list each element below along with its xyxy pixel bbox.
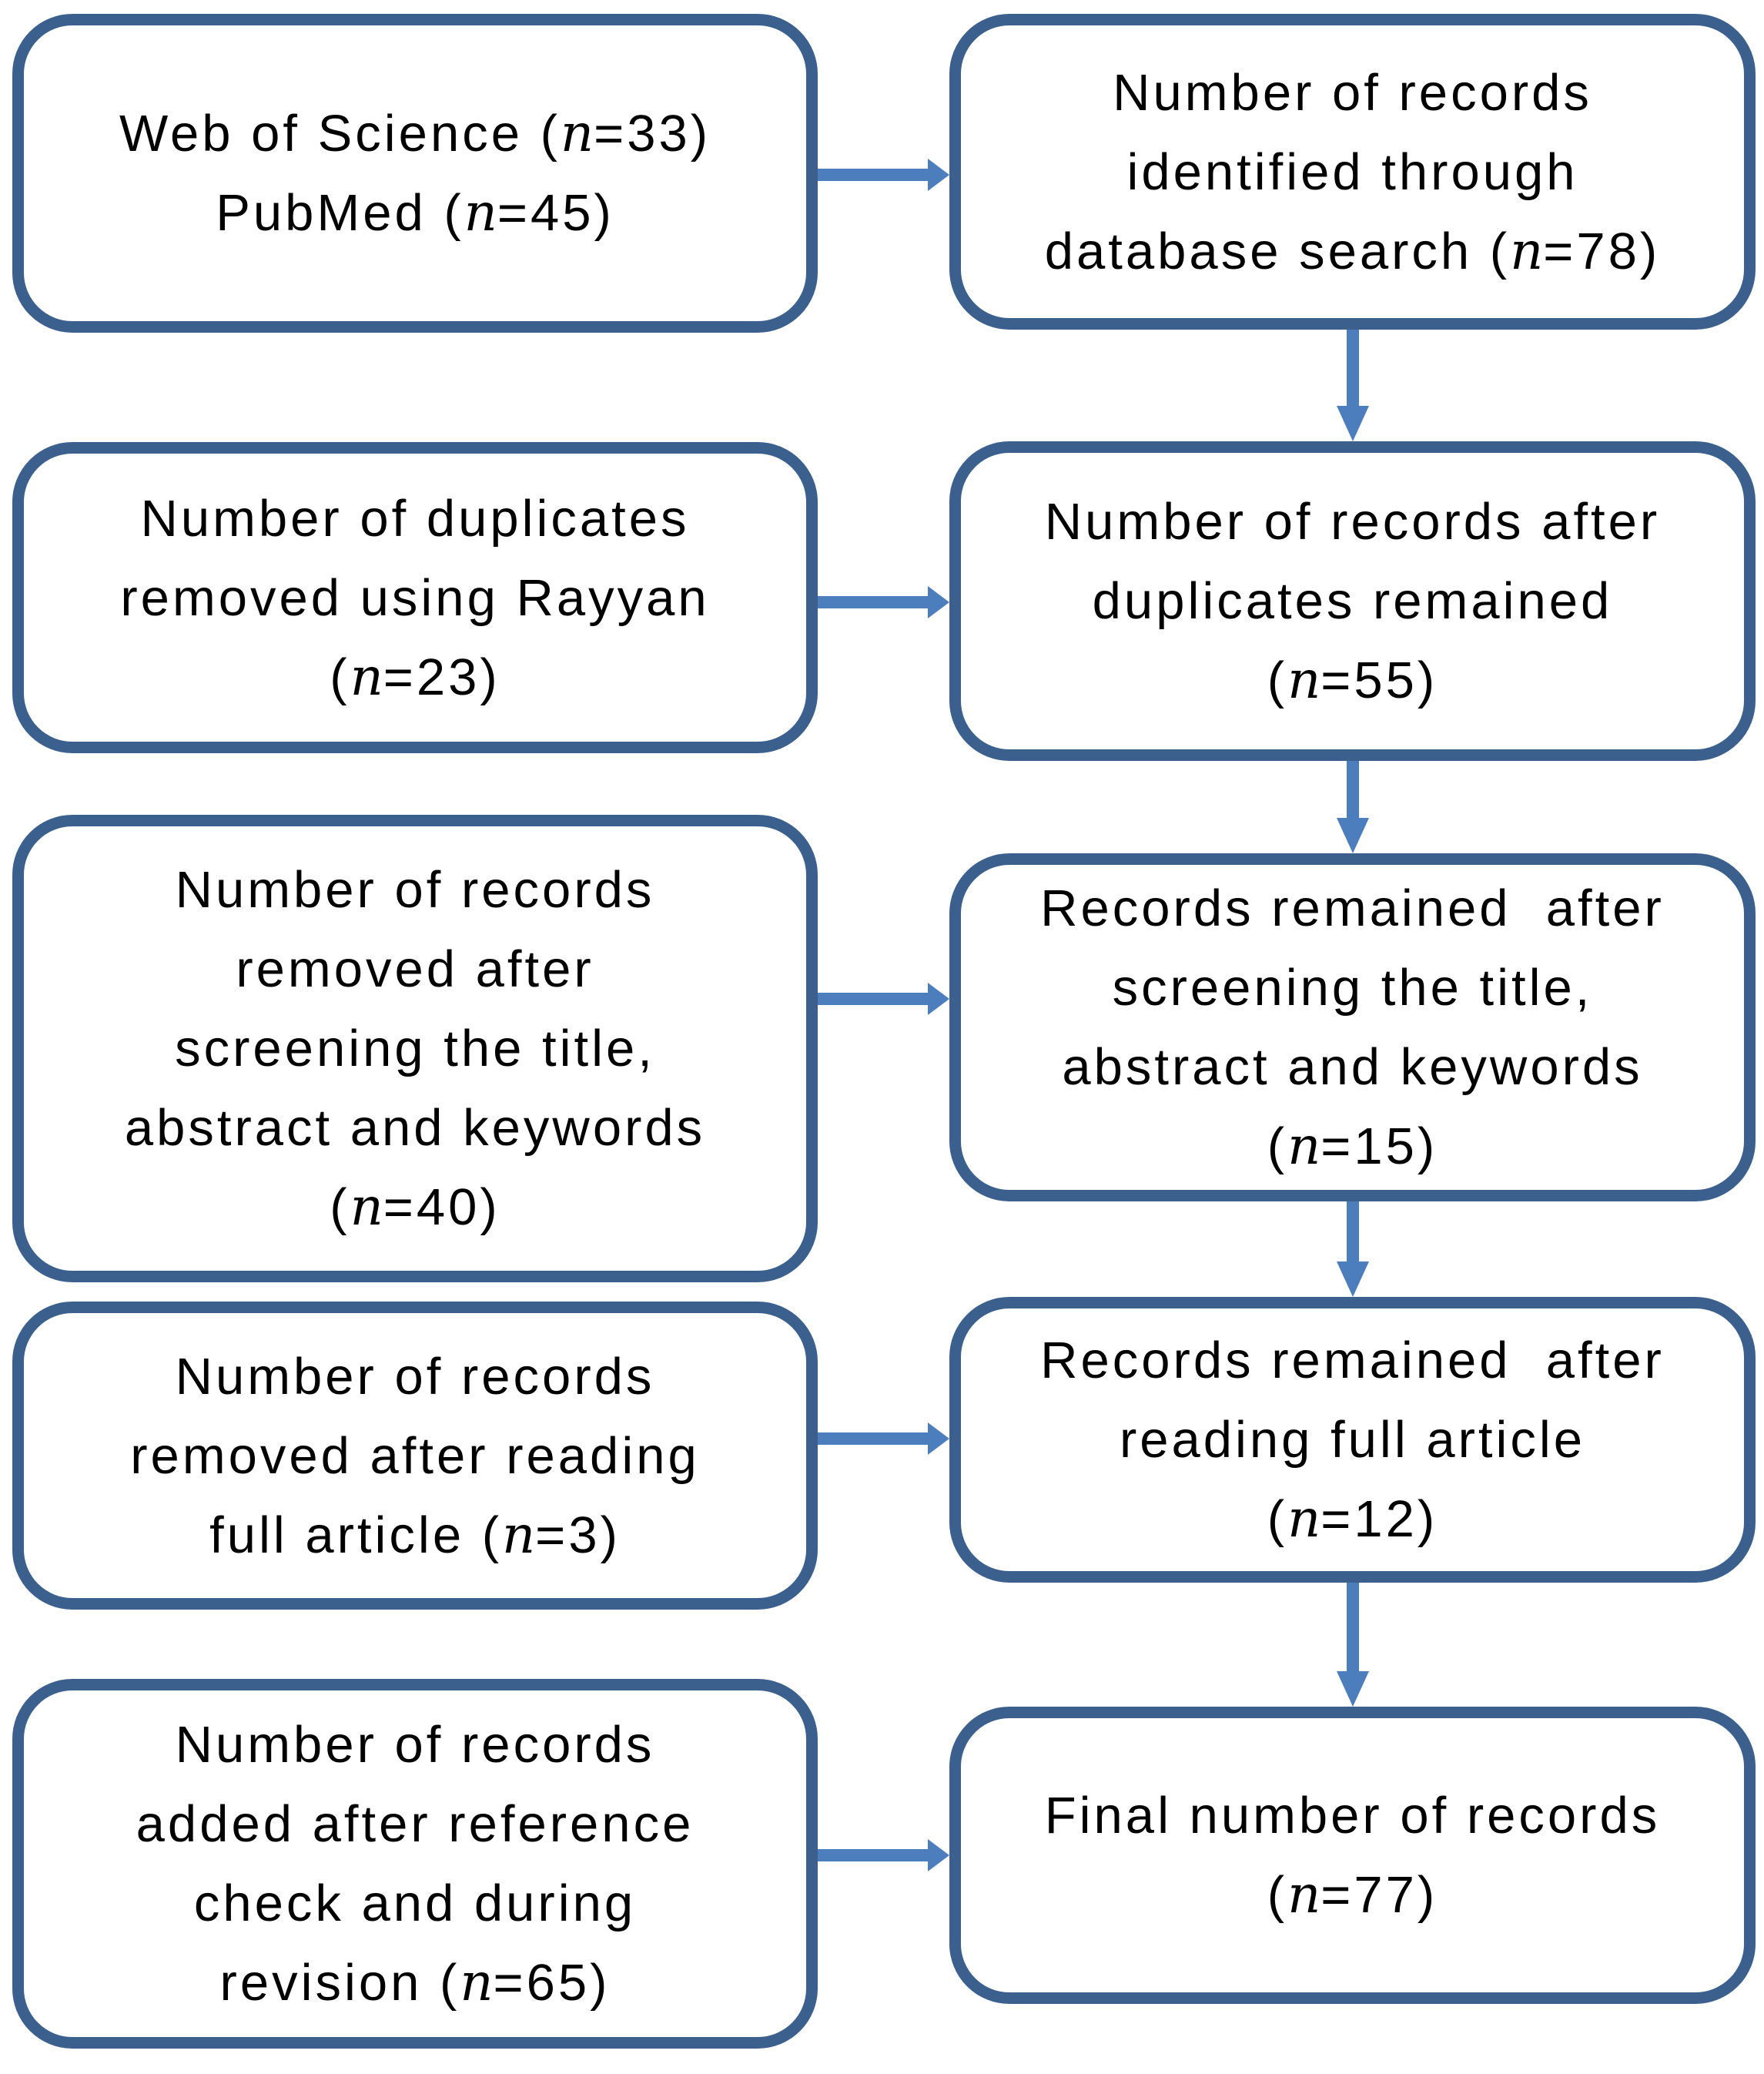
arrow-down-icon [1337, 1261, 1369, 1297]
arrow-after-duplicates-to-after-screening [1337, 761, 1369, 853]
arrow-right-icon [928, 1839, 949, 1871]
arrow-duplicates-removed-to-after-duplicates [818, 586, 949, 618]
arrow-after-screening-to-after-full-article [1337, 1201, 1369, 1297]
arrow-shaft [1347, 1583, 1359, 1673]
arrow-down-icon [1337, 1671, 1369, 1707]
box-database-sources-text: Web of Science (n=33)PubMed (n=45) [119, 103, 711, 243]
arrow-shaft [1347, 330, 1359, 407]
arrow-shaft [818, 1849, 930, 1861]
arrow-sources-to-identified [818, 159, 949, 191]
arrow-shaft [1347, 1201, 1359, 1263]
arrow-down-icon [1337, 406, 1369, 441]
arrow-right-icon [928, 586, 949, 618]
arrow-shaft [818, 596, 930, 608]
box-database-sources: Web of Science (n=33)PubMed (n=45) [12, 14, 818, 333]
arrow-shaft [818, 993, 930, 1005]
arrow-after-full-article-to-final [1337, 1583, 1369, 1707]
arrow-right-icon [928, 983, 949, 1015]
arrow-down-icon [1337, 818, 1369, 853]
box-final-records: Final number of records(n=77) [949, 1707, 1756, 2004]
arrow-removed-full-article-to-after-full-article [818, 1422, 949, 1455]
arrow-right-icon [928, 1422, 949, 1455]
arrow-shaft [818, 169, 930, 181]
arrow-shaft [1347, 761, 1359, 819]
arrow-added-references-to-final [818, 1839, 949, 1871]
arrow-identified-to-after-duplicates [1337, 330, 1369, 441]
arrow-right-icon [928, 159, 949, 191]
arrow-removed-screening-to-after-screening [818, 983, 949, 1015]
box-final-records-text: Final number of records(n=77) [1044, 1787, 1661, 1925]
arrow-shaft [818, 1432, 930, 1445]
